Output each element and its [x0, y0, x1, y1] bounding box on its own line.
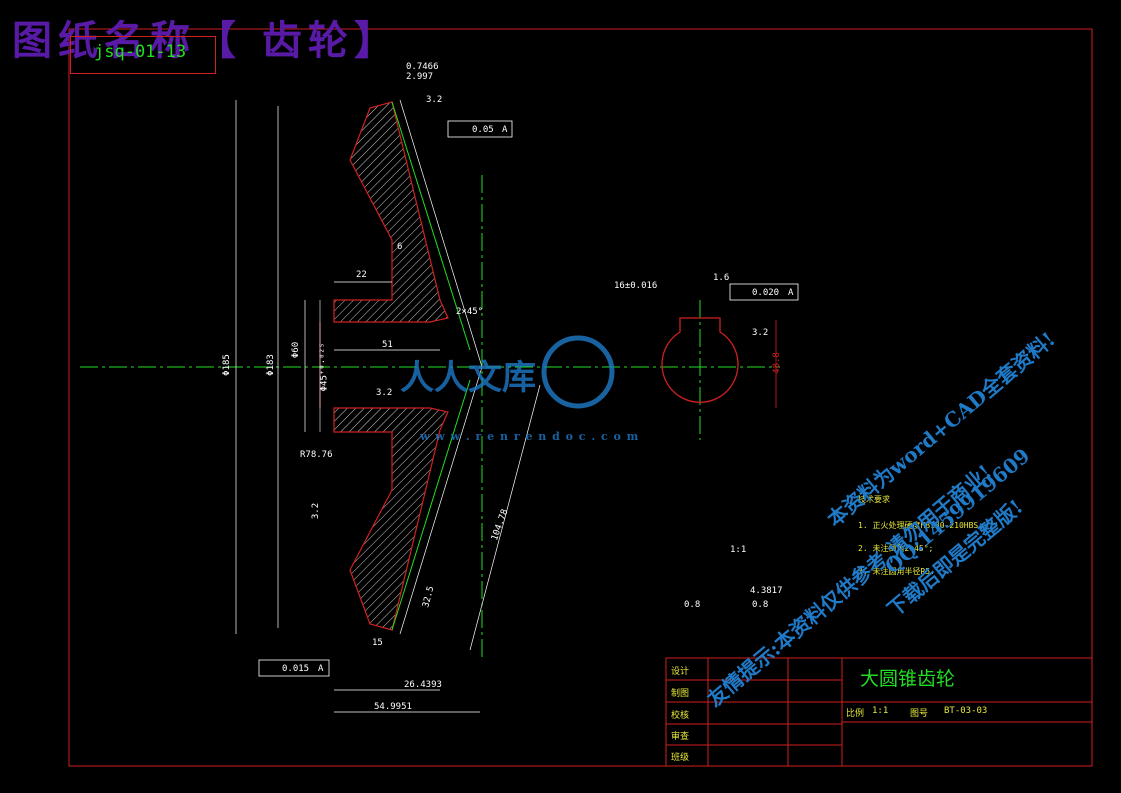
gear-section-upper	[333, 101, 449, 323]
dim-label: 2.997	[406, 72, 434, 82]
roughness-label: 3.2	[426, 95, 443, 105]
tb-row-check: 校核	[671, 711, 690, 721]
dim-label: 15	[372, 638, 383, 648]
dim-label: 22	[356, 270, 367, 280]
dim-label: 0.8	[684, 600, 701, 610]
pitch-line-upper	[391, 101, 471, 351]
title-block	[665, 657, 1093, 767]
cone-line-lower	[399, 366, 483, 635]
keyway-bore-view	[661, 317, 739, 403]
dim-label: Φ60	[291, 341, 302, 359]
roughness-label: 3.2	[311, 502, 322, 520]
drawing-no: BT-03-03	[944, 706, 988, 716]
dim-label: 6	[397, 242, 403, 252]
drawing-code-box	[70, 36, 216, 74]
dim-label: Φ45⁺⁰·⁰²⁵	[319, 342, 330, 392]
fcf-bottom	[258, 659, 330, 677]
site-watermark: 人人文库	[400, 358, 536, 398]
fcf-value: 0.05	[472, 125, 494, 135]
drawing-no-label: 图号	[910, 709, 929, 719]
dim-label: Φ185	[221, 354, 232, 376]
drawing-border	[68, 28, 1093, 767]
note-line: 1. 正火处理硬度HB180-210HBS;	[858, 521, 984, 530]
note-line: 2. 未注倒角2×45°;	[858, 544, 934, 553]
datum-label: A	[788, 288, 794, 298]
dim-label: 54.9951	[374, 702, 412, 712]
notes-heading: 技术要求	[858, 495, 890, 504]
tb-row-review: 审查	[671, 732, 690, 742]
fcf-key	[729, 283, 799, 301]
dim-label: 48.8	[771, 352, 782, 374]
scale-note: 1:1	[730, 545, 747, 555]
fcf-value: 0.020	[752, 288, 780, 298]
dim-label: 51	[382, 340, 393, 350]
roughness-label: 1.6	[713, 273, 730, 283]
site-url-watermark: w w w . r e n r e n d o c . c o m	[420, 430, 640, 443]
fcf-value: 0.015	[282, 664, 310, 674]
tb-row-draw: 制图	[671, 689, 690, 699]
scale-label: 比例	[846, 709, 865, 719]
part-name: 大圆锥齿轮	[860, 668, 956, 690]
dim-label: Φ183	[265, 354, 276, 376]
scale-value: 1:1	[872, 706, 889, 716]
gear-section-lower	[333, 407, 449, 631]
dim-label: 26.4393	[404, 680, 442, 690]
datum-label: A	[318, 664, 324, 674]
radius-label: R78.76	[300, 450, 333, 460]
chamfer-label: 2×45°	[456, 307, 484, 317]
dim-line-104	[469, 384, 541, 651]
roughness-label: 3.2	[752, 328, 769, 338]
note-line: 3. 未注圆角半径R5.	[858, 567, 935, 576]
tb-row-design: 设计	[671, 667, 690, 677]
roughness-label: 3.2	[376, 388, 393, 398]
site-logo-icon	[541, 335, 615, 409]
drawing-code: jsq-01-13	[94, 42, 187, 62]
fcf-top	[447, 120, 513, 138]
tb-row-class: 班级	[671, 753, 690, 763]
dim-label: 0.8	[752, 600, 769, 610]
drawing-title-watermark: 图纸名称【 齿轮】	[12, 17, 400, 64]
dim-label: 4.3817	[750, 586, 783, 596]
datum-label: A	[502, 125, 508, 135]
dim-label: 0.7466	[406, 62, 439, 72]
pitch-line-lower	[391, 379, 471, 631]
cone-line-upper	[399, 99, 483, 368]
dim-label: 16±0.016	[614, 281, 658, 291]
